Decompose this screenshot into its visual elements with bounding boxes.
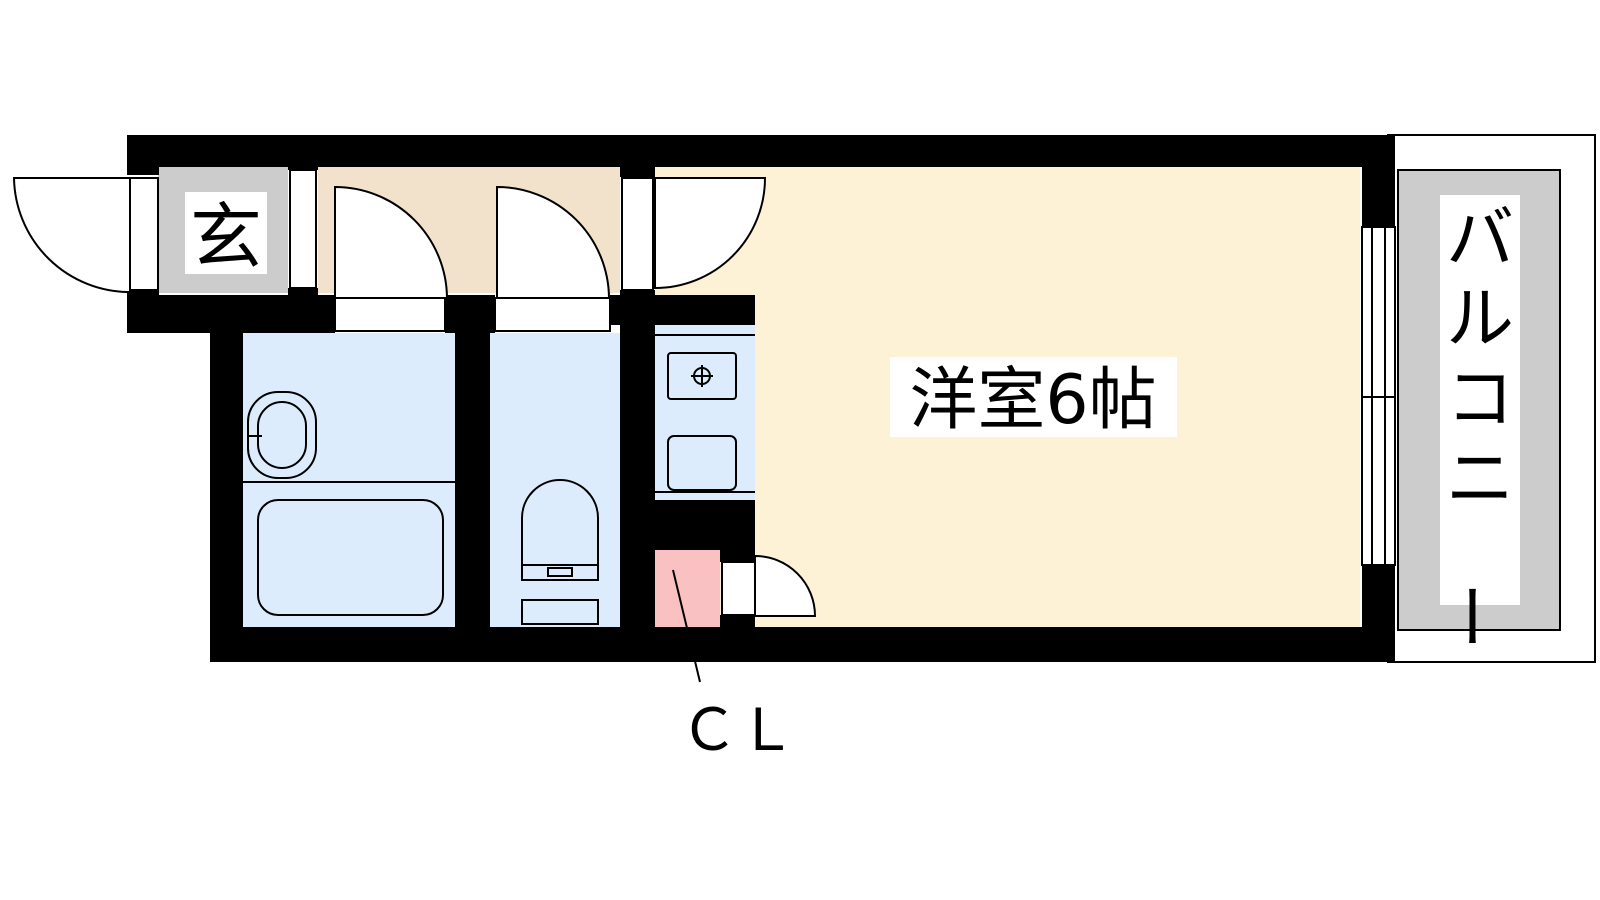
balcony-label-char: ー: [1429, 582, 1508, 650]
closet-label: ＣＬ: [680, 696, 796, 764]
closet-floor: [655, 550, 720, 627]
doors: [12, 177, 817, 617]
balcony-label-char: バ: [1446, 200, 1514, 279]
sink-icon: [667, 435, 737, 491]
bathroom-door-icon: [334, 185, 449, 299]
door-openings: [129, 169, 756, 616]
balcony-label-bg: [1440, 195, 1520, 605]
kitchen-fixtures: [655, 334, 755, 493]
bathtub-icon: [257, 499, 444, 616]
entrance-label-bg: [185, 192, 267, 274]
western-room-label-bg: [890, 357, 1177, 437]
balcony-label-char: ル: [1446, 280, 1514, 359]
closet-door-icon: [754, 554, 817, 617]
room-door-icon: [654, 177, 767, 290]
western-room-label: 洋室6帖: [909, 361, 1156, 440]
entrance-label: 玄: [190, 195, 262, 279]
bathroom-floor: [243, 333, 455, 627]
closet-leader-line: [672, 569, 701, 683]
toilet-fixtures: [521, 479, 599, 625]
stove-icon: [667, 352, 737, 400]
kitchen-floor: [655, 325, 755, 500]
balcony-window: [1361, 226, 1396, 566]
bathroom-fixtures: [243, 391, 455, 616]
balcony-label-char: コ: [1446, 360, 1514, 439]
entrance-door-icon: [12, 177, 131, 294]
balcony-label: バルコニー: [1429, 200, 1514, 650]
balcony-label-char: ニ: [1446, 440, 1514, 519]
walls: [127, 135, 1395, 662]
toilet-icon: [521, 479, 599, 581]
toilet-door-icon: [496, 185, 611, 299]
